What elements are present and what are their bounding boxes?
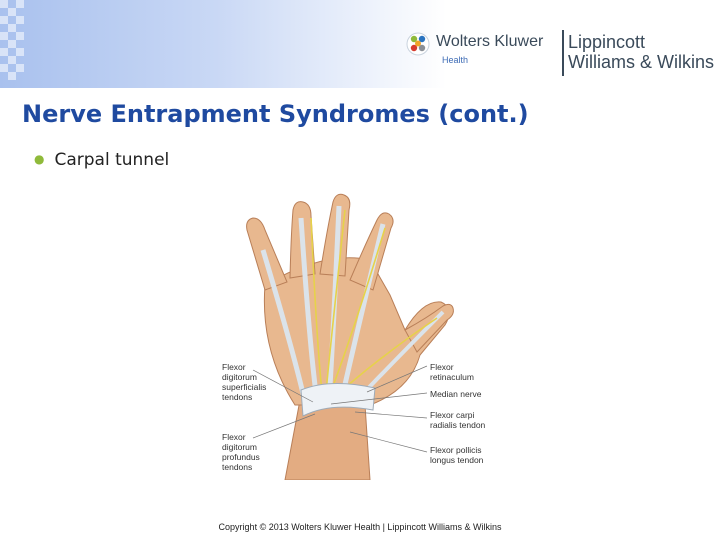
brand-sub: Health	[442, 55, 469, 65]
label-flexor-digitorum-profundus: Flexor digitorum profundus tendons	[222, 432, 260, 472]
partner-name-line2: Williams & Wilkins	[568, 52, 714, 72]
label-median-nerve: Median nerve	[430, 389, 482, 399]
label-flexor-retinaculum: Flexor retinaculum	[430, 362, 474, 382]
label-flexor-digitorum-superficialis: Flexor digitorum superficialis tendons	[222, 362, 267, 402]
copyright-footer: Copyright © 2013 Wolters Kluwer Health |…	[218, 522, 502, 532]
bullet-item: ● Carpal tunnel	[34, 150, 169, 170]
slide-title: Nerve Entrapment Syndromes (cont.)	[22, 100, 529, 128]
partner-name-line1: Lippincott	[568, 32, 646, 52]
brand-name: Wolters Kluwer	[436, 33, 544, 50]
hand-anatomy-figure: Flexor digitorum superficialis tendons F…	[205, 190, 505, 481]
checker-pattern	[0, 0, 24, 88]
label-flexor-carpi-radialis: Flexor carpi radialis tendon	[430, 410, 486, 430]
bullet-text: Carpal tunnel	[54, 150, 170, 170]
bullet-icon: ●	[34, 152, 45, 166]
label-flexor-pollicis-longus: Flexor pollicis longus tendon	[430, 445, 484, 465]
hand-illustration	[246, 193, 454, 481]
logo-divider	[562, 30, 564, 76]
publisher-logo: Wolters Kluwer Health Lippincott William…	[406, 28, 720, 78]
header-band: Wolters Kluwer Health Lippincott William…	[0, 0, 720, 88]
wolters-kluwer-logo-icon	[406, 32, 430, 56]
